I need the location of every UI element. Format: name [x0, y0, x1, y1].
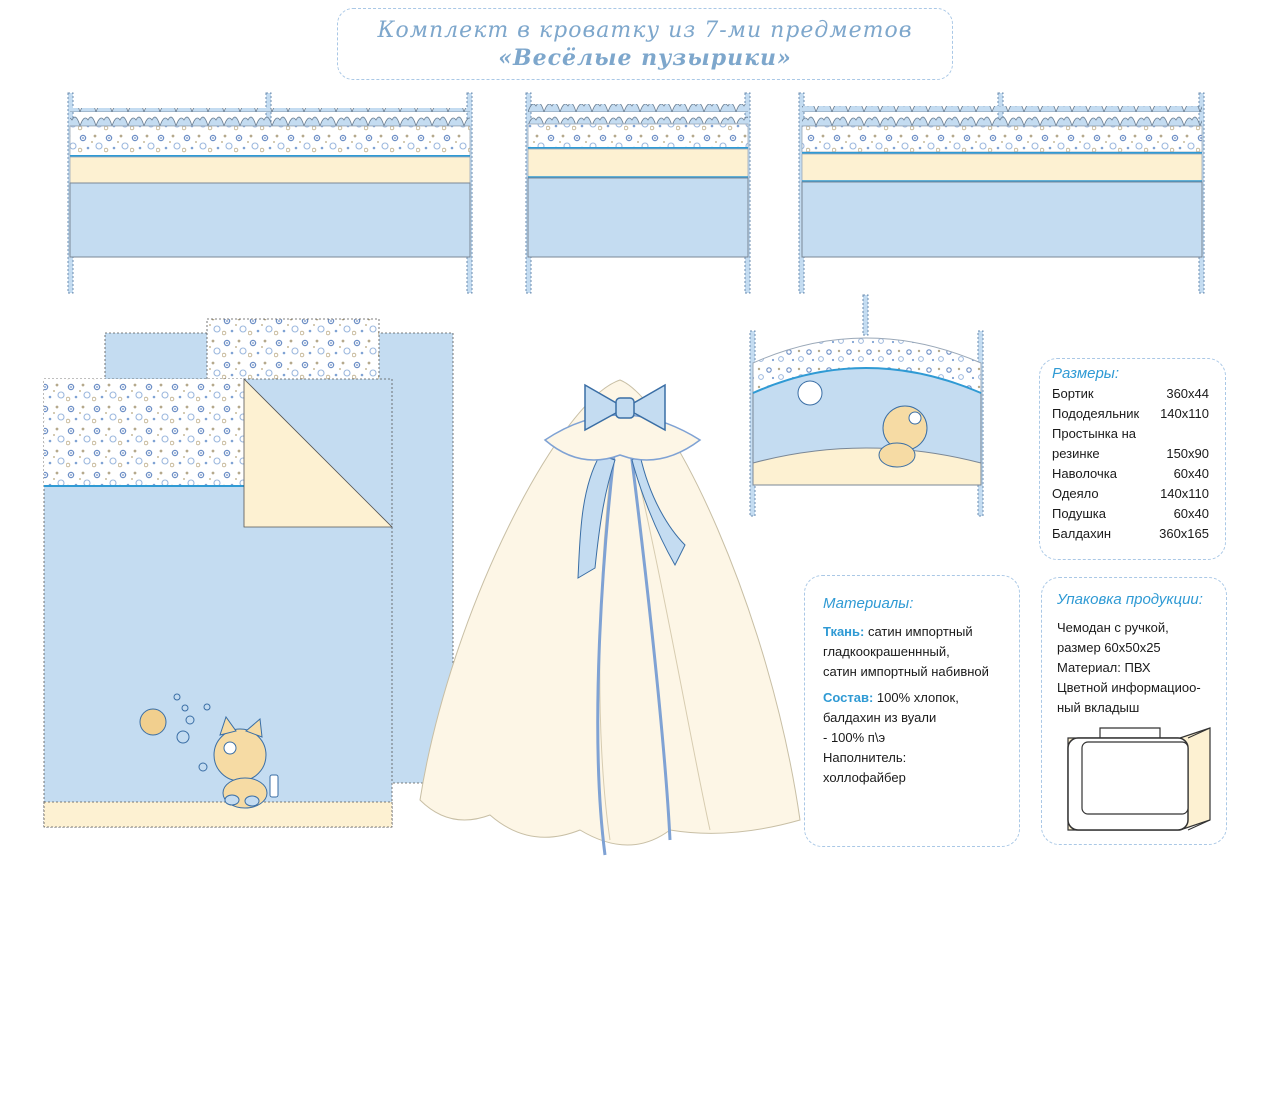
- canopy-illustration: [419, 379, 801, 856]
- size-name: Подушка: [1052, 506, 1107, 521]
- fabric-label: Ткань:: [823, 624, 865, 639]
- composition-label: Состав:: [823, 690, 874, 705]
- packaging-line-5: ный вкладыш: [1057, 700, 1140, 715]
- composition-line-2: балдахин из вуали: [823, 710, 937, 725]
- kitten-icon: [139, 693, 279, 809]
- size-value: 360х44: [1166, 386, 1209, 401]
- filler-line-2: холлофайбер: [823, 770, 906, 785]
- suitcase-icon: [1067, 727, 1211, 831]
- size-row: резинке 150х90: [1052, 444, 1209, 464]
- size-value: 360х165: [1159, 526, 1209, 541]
- bumper-right: [798, 92, 1205, 294]
- composition-line-1: Состав: 100% хлопок,: [823, 688, 1009, 708]
- fabric-line-1: Ткань: сатин импортный: [823, 622, 1009, 642]
- size-row: Пододеяльник 140х110: [1052, 404, 1209, 424]
- packaging-line-1: Чемодан с ручкой,: [1057, 620, 1169, 635]
- size-row: Одеяло 140х110: [1052, 484, 1209, 504]
- size-row: Бортик 360х44: [1052, 384, 1209, 404]
- title-line-1: Комплект в кроватку из 7-ми предметов: [377, 18, 913, 43]
- bumper-panels-illustration: [67, 92, 1205, 294]
- size-name: Простынка на: [1052, 426, 1137, 441]
- packaging-line-4: Цветной информациоо-: [1057, 680, 1201, 695]
- composition-line-3: - 100% п\э: [823, 730, 886, 745]
- size-name: Одеяло: [1052, 486, 1099, 501]
- size-value: 140х110: [1160, 406, 1209, 421]
- size-name: резинке: [1052, 446, 1100, 461]
- filler-line-1: Наполнитель:: [823, 750, 907, 765]
- fabric-line-3: сатин импортный набивной: [823, 664, 989, 679]
- packaging-line-3: Материал: ПВХ: [1057, 660, 1151, 675]
- bumper-kitten-illustration: [749, 294, 984, 517]
- packaging-box: Упаковка продукции: Чемодан с ручкой, ра…: [1041, 577, 1227, 845]
- size-row: Наволочка 60х40: [1052, 464, 1209, 484]
- size-value: 60х40: [1173, 466, 1209, 481]
- materials-heading: Материалы:: [823, 595, 914, 612]
- bumper-left: [67, 92, 473, 294]
- sizes-heading: Размеры:: [1052, 365, 1119, 382]
- size-row: Балдахин 360х165: [1052, 524, 1209, 544]
- size-row: Простынка на: [1052, 424, 1209, 444]
- size-name: Пододеяльник: [1052, 406, 1140, 421]
- size-name: Балдахин: [1052, 526, 1112, 541]
- size-row: Подушка 60х40: [1052, 504, 1209, 524]
- fabric-text-1: сатин импортный: [864, 624, 973, 639]
- size-value: 150х90: [1166, 446, 1209, 461]
- fabric-line-2: гладкоокрашеннный,: [823, 644, 950, 659]
- materials-box: Материалы: Ткань: сатин импортный гладко…: [804, 575, 1020, 847]
- size-value: 60х40: [1173, 506, 1209, 521]
- size-name: Бортик: [1052, 386, 1094, 401]
- bumper-middle: [525, 92, 751, 294]
- bedding-set-illustration: [43, 318, 454, 828]
- size-name: Наволочка: [1052, 466, 1117, 481]
- title-box: Комплект в кроватку из 7-ми предметов «В…: [337, 8, 953, 80]
- composition-text-1: 100% хлопок,: [873, 690, 959, 705]
- size-value: 140х110: [1160, 486, 1209, 501]
- packaging-line-2: размер 60х50х25: [1057, 640, 1161, 655]
- title-line-2: «Весёлые пузырики»: [498, 45, 792, 71]
- packaging-heading: Упаковка продукции:: [1057, 591, 1203, 608]
